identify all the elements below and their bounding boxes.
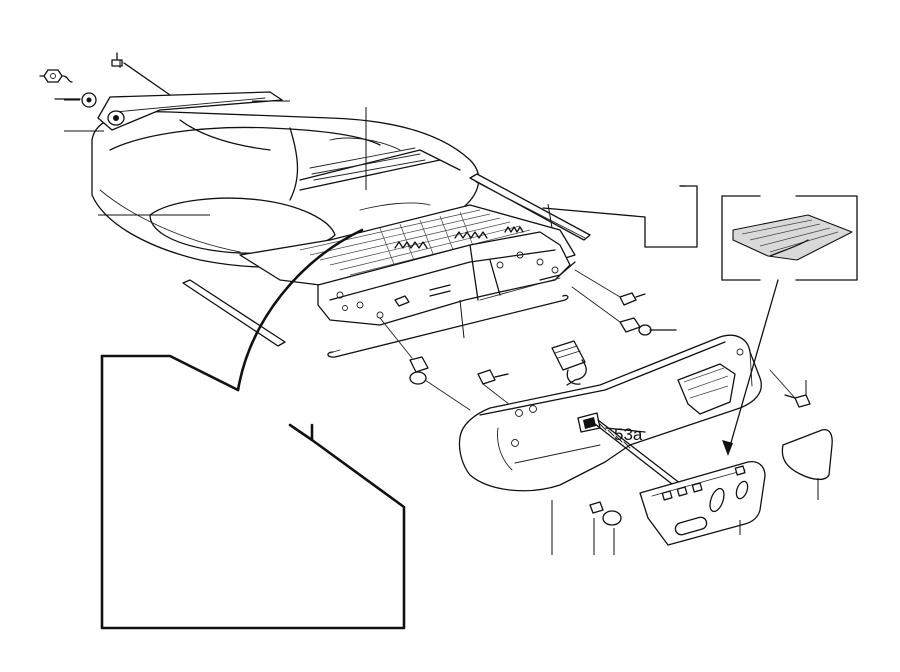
callout-label-53a: 53a — [614, 425, 643, 444]
nut-left — [39, 69, 73, 83]
inset-box — [721, 195, 858, 281]
callout-box-left — [100, 228, 406, 630]
bolt-1 — [574, 269, 646, 306]
switch-panel — [639, 460, 766, 546]
nut-mid — [107, 110, 125, 126]
inset-arrow — [722, 279, 779, 456]
leader-lines — [64, 60, 819, 555]
bolt-2 — [571, 286, 677, 336]
screw-right — [769, 369, 811, 408]
end-cap — [781, 429, 833, 481]
clip-bottom — [589, 501, 622, 526]
washer-left — [54, 92, 97, 108]
connector-plug — [551, 340, 587, 386]
seat-frame — [239, 173, 591, 326]
cushion-top-trim — [97, 91, 283, 131]
screw-panel — [477, 369, 511, 406]
side-panel-cover — [458, 334, 762, 492]
screw-top — [111, 52, 171, 96]
bolt-3 — [379, 317, 471, 411]
cable-rod — [327, 294, 569, 358]
callout-box-right — [542, 185, 698, 248]
